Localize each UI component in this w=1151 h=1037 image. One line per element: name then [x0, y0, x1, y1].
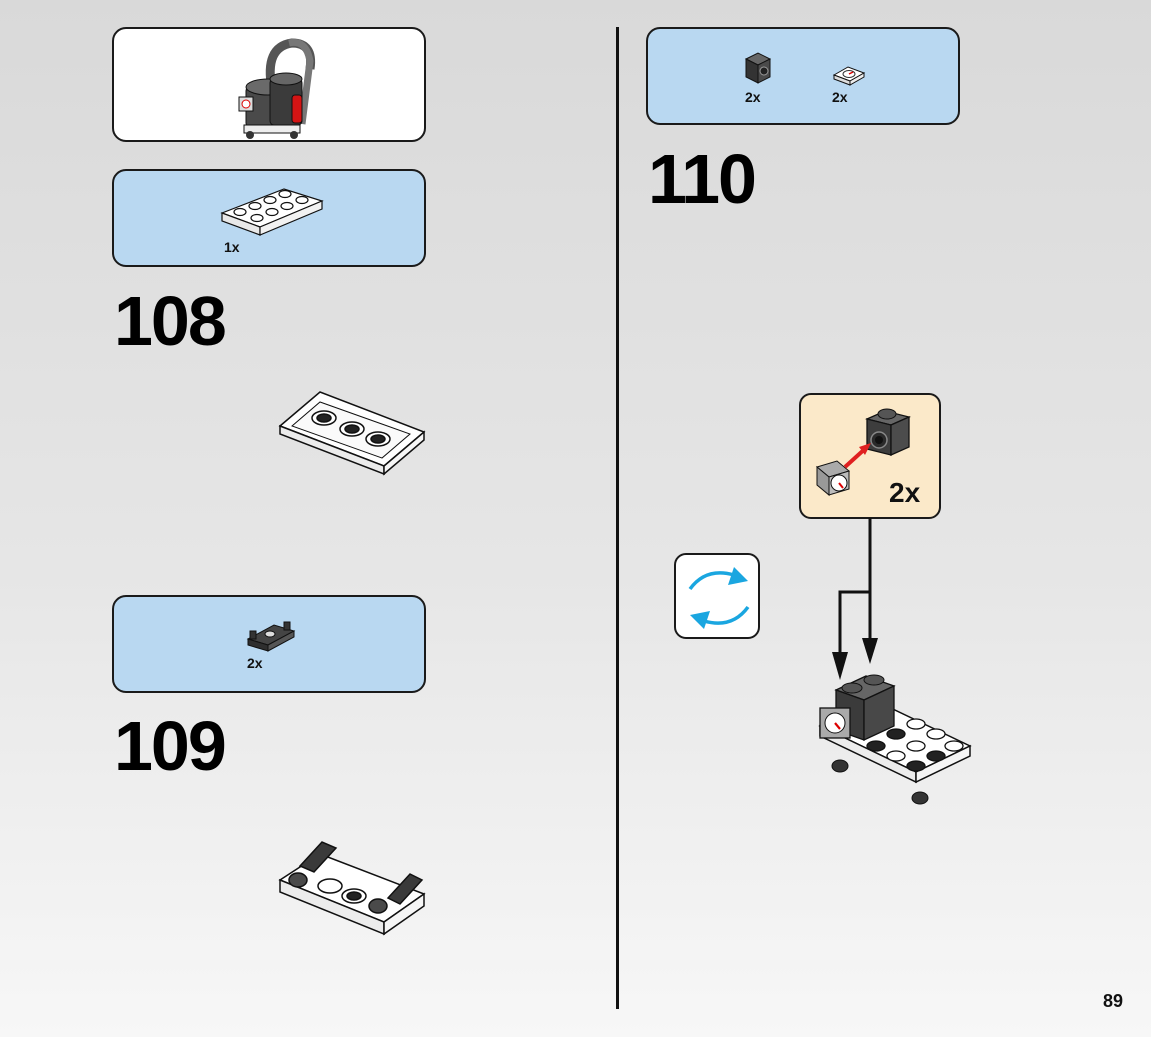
- part-quantity: 2x: [745, 89, 761, 105]
- parts-list-108: 1x: [112, 169, 426, 267]
- rotate-model-icon: [676, 555, 762, 641]
- part-quantity: 1x: [224, 239, 240, 255]
- parts-list-109: 2x: [112, 595, 426, 693]
- page-number: 89: [1103, 991, 1123, 1012]
- callout-quantity: 2x: [889, 477, 920, 509]
- part-quantity: 2x: [832, 89, 848, 105]
- sub-assembly-callout: 2x: [799, 393, 941, 519]
- parts-list-110: 2x 2x: [646, 27, 960, 125]
- step-108-white-plate-illustration: [278, 388, 428, 478]
- dark-grey-clip-plate-icon: [114, 597, 428, 695]
- submodel-preview: [112, 27, 426, 142]
- dark-grey-brick-1x1-icon: [742, 51, 782, 91]
- step-number-109: 109: [114, 711, 225, 781]
- column-divider: [616, 27, 619, 1009]
- lamp-submodel-illustration: [114, 29, 428, 144]
- rotate-model-indicator: [674, 553, 760, 639]
- step-number-110: 110: [648, 144, 755, 214]
- part-quantity: 2x: [247, 655, 263, 671]
- white-plate-2x4-icon: [114, 171, 428, 269]
- step-110-cart-illustration: [816, 668, 976, 808]
- assembly-arrow-icon: [826, 518, 896, 688]
- gauge-onto-brick-illustration: [801, 395, 943, 521]
- step-number-108: 108: [114, 286, 225, 356]
- step-109-plate-with-clips-illustration: [278, 838, 428, 938]
